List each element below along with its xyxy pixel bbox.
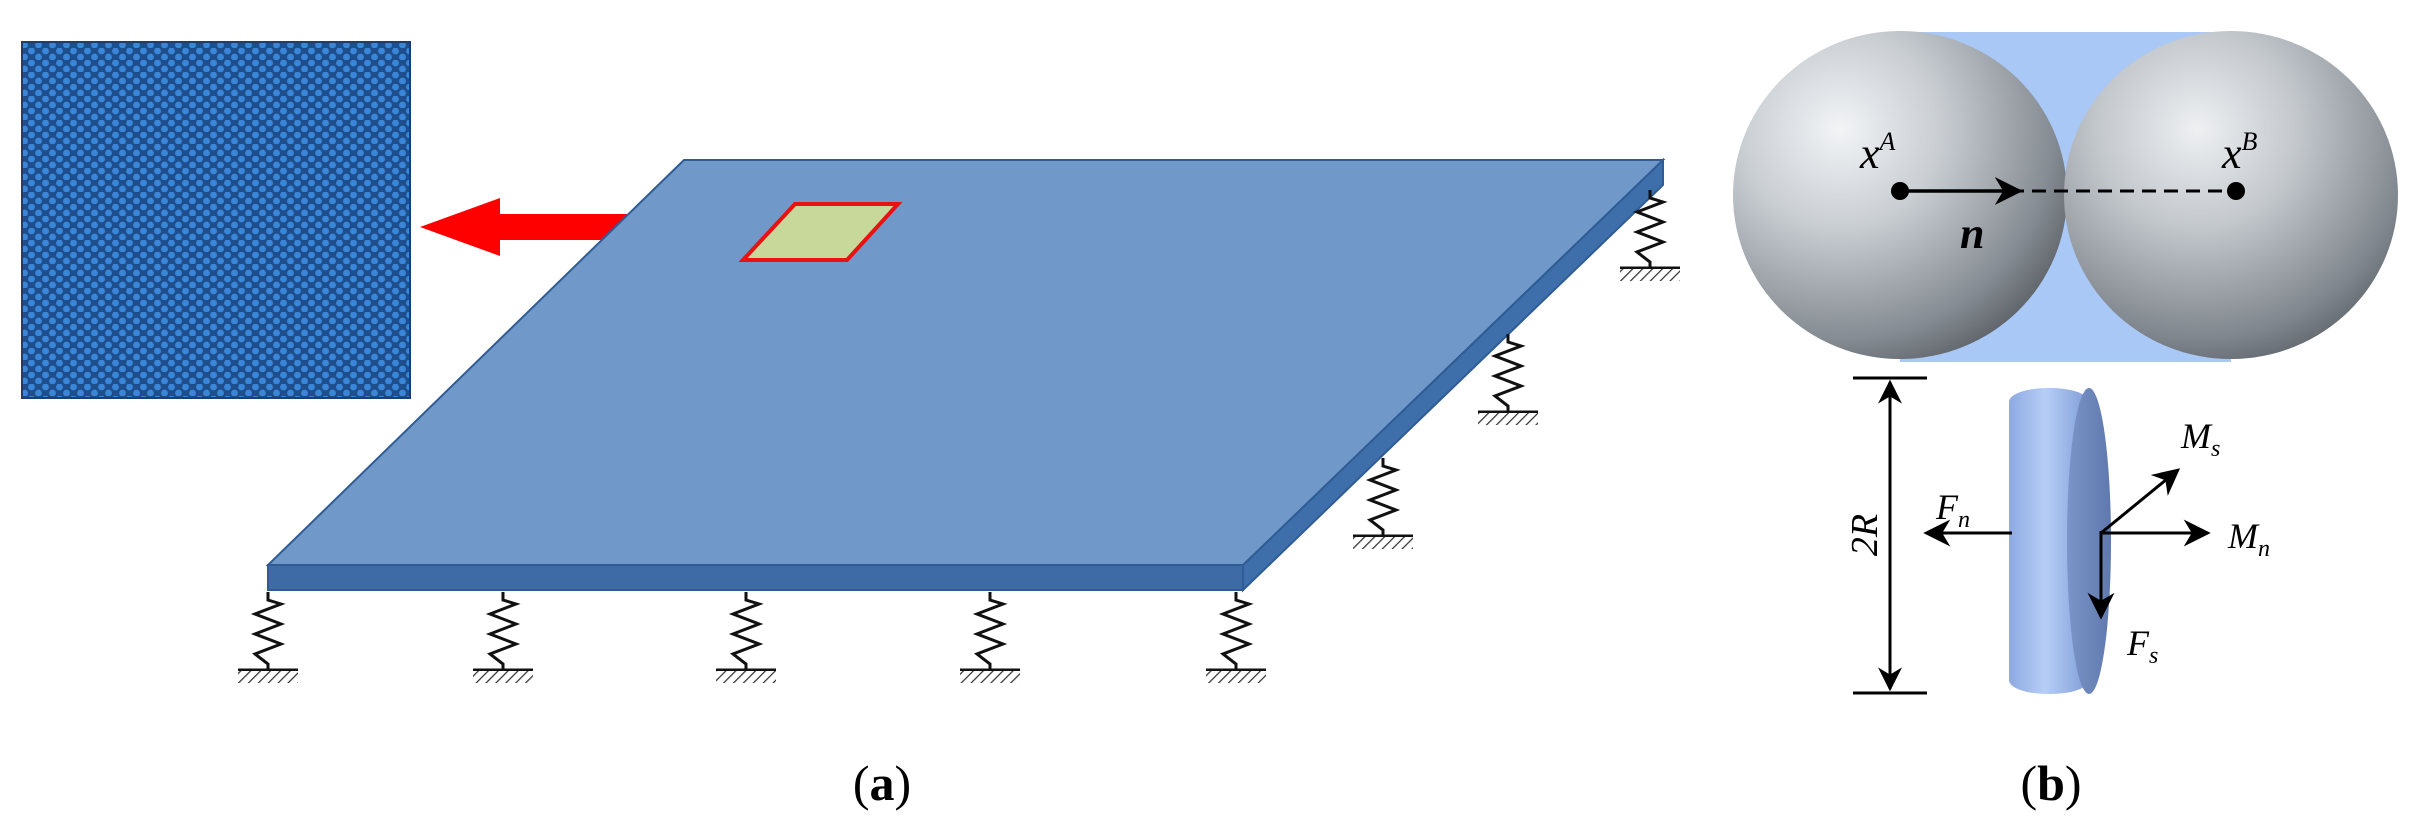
spring-coil [728,592,764,670]
zoom-arrow [420,198,740,256]
spring-coil [485,592,521,670]
ground-hatch-icon [1353,537,1413,549]
bond-disk-side [2009,388,2089,694]
ground-hatch-icon [473,671,533,683]
panel-a-caption: (a) [853,755,911,811]
ms-label: Ms [2180,416,2220,462]
spring-coil [1632,190,1668,268]
spring-support-icon [1620,190,1680,281]
diameter-label: 2R [1844,514,1886,556]
fs-label: Fs [2126,623,2158,669]
spring-support-icon [473,592,533,683]
spring-coil [250,592,286,670]
ground-hatch-icon [1478,413,1538,425]
particle-a-label: xA [1859,127,1896,178]
ground-hatch-icon [1620,269,1680,281]
selected-patch [738,202,903,262]
spring-support-icon [1353,458,1413,549]
spring-support-icon [1478,334,1538,425]
panel-b: xA xB n 2R Fn Mn Ms Fs [1733,31,2398,695]
spring-support-icon [960,592,1020,683]
spring-support-icon [1206,592,1266,683]
plate-top-face [265,159,1666,566]
spring-supports [238,190,1680,683]
spring-support-icon [716,592,776,683]
bond-disk-face [2067,388,2111,694]
ground-hatch-icon [716,671,776,683]
spring-coil [1218,592,1254,670]
panel-a [21,41,1680,683]
spring-support-icon [238,592,298,683]
fn-label: Fn [1935,487,1970,533]
spring-coil [1490,334,1526,412]
particle-b-label: xB [2221,127,2258,178]
ground-hatch-icon [960,671,1020,683]
spring-coil [1365,458,1401,536]
particle-b-centre [2227,182,2245,200]
plate-front-edge [267,564,1244,591]
panel-b-caption: (b) [2020,755,2081,811]
spring-coil [972,592,1008,670]
mn-label: Mn [2227,516,2270,562]
ground-hatch-icon [238,671,298,683]
lattice-inset [21,41,411,399]
ms-arrow [2100,468,2181,535]
ground-hatch-icon [1206,671,1266,683]
normal-vector-label: n [1960,209,1984,258]
particle-a-centre [1891,182,1909,200]
